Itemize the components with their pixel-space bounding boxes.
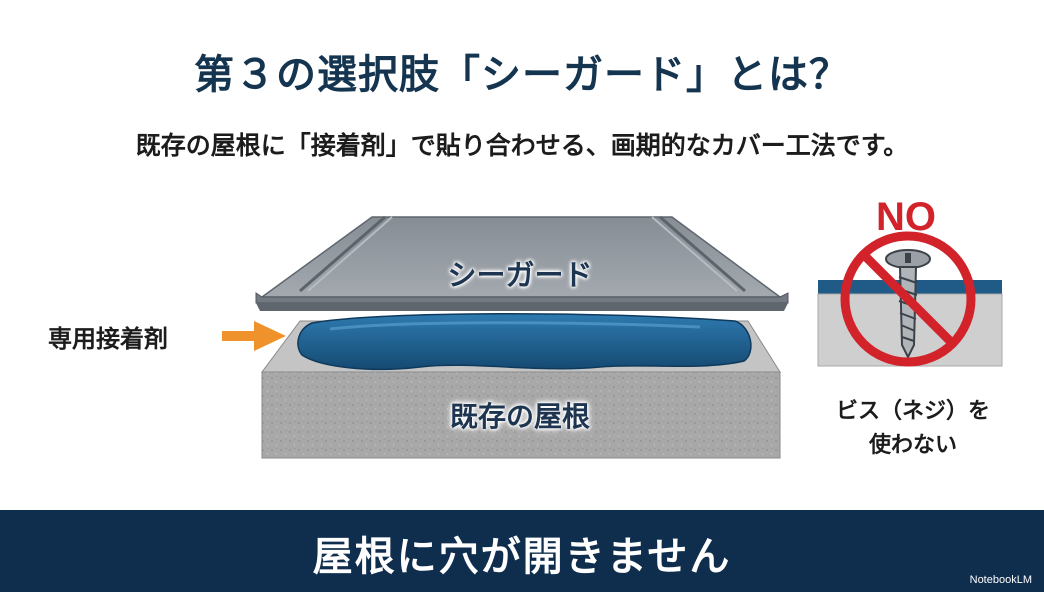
no-screw-caption-line1: ビス（ネジ）を — [835, 399, 990, 424]
roof-diagram: シーガード 既存の屋根 専用接着剤 NO ビス（ネジ）を 使わない — [0, 195, 1044, 495]
no-screw-icon — [817, 231, 1003, 367]
page-subtitle: 既存の屋根に「接着剤」で貼り合わせる、画期的なカバー工法です。 — [135, 131, 909, 160]
existing-roof-label: 既存の屋根 — [449, 400, 590, 433]
page-title: 第３の選択肢「シーガード」とは？ — [194, 52, 850, 98]
notebooklm-watermark: NotebookLM — [969, 574, 1032, 586]
adhesive-label: 専用接着剤 — [48, 325, 168, 353]
no-screw-caption-line2: 使わない — [868, 433, 957, 458]
adhesive-layer — [297, 312, 752, 371]
banner-text: 屋根に穴が開きません — [312, 534, 732, 580]
seaguard-label: シーガード — [447, 258, 593, 292]
roof-diagram-graphic — [222, 215, 1003, 459]
no-screw-caption: ビス（ネジ）を 使わない — [808, 395, 1018, 463]
bottom-banner: 屋根に穴が開きません NotebookLM — [0, 510, 1044, 592]
seaguard-roof-panel — [255, 215, 789, 311]
adhesive-arrow-icon — [222, 321, 286, 351]
no-text: NO — [876, 195, 936, 239]
